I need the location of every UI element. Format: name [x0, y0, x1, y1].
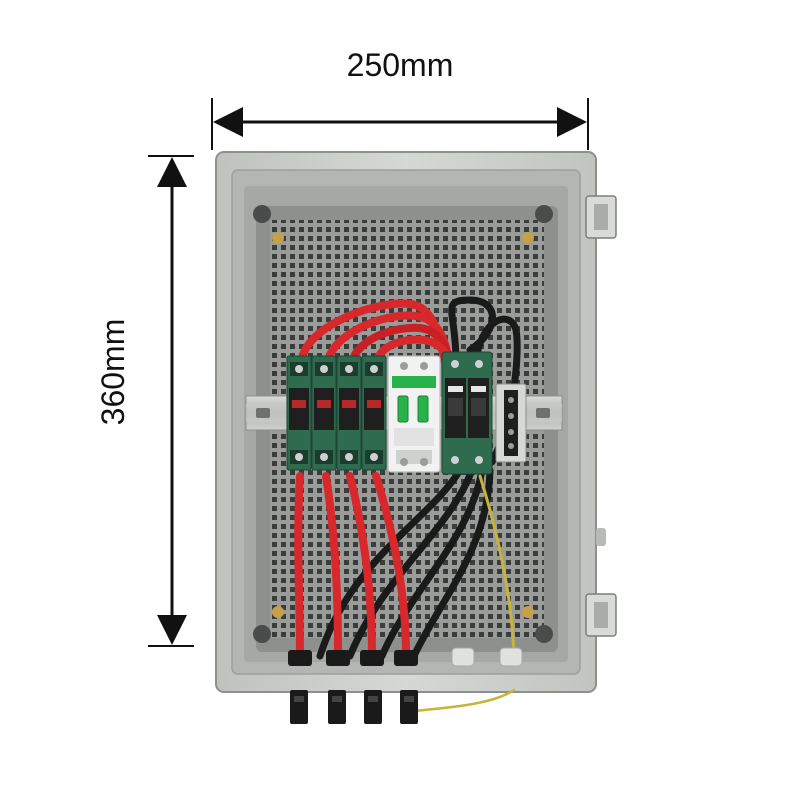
cable-gland	[288, 650, 312, 666]
mc4-connector	[290, 690, 308, 724]
fuse-holder	[336, 355, 362, 471]
latch-top	[585, 195, 617, 239]
ground-terminal-block	[495, 383, 527, 463]
mc4-connector	[328, 690, 346, 724]
fuse-holder	[361, 355, 387, 471]
latch-bottom	[585, 593, 617, 637]
mc4-connector	[364, 690, 382, 724]
height-dimension: 360mm	[95, 155, 194, 647]
cable-gland	[394, 650, 418, 666]
mc4-connector	[400, 690, 418, 724]
cable-gland	[451, 647, 475, 667]
side-notch	[596, 528, 606, 546]
cable-gland	[499, 647, 523, 667]
cable-glands	[288, 647, 523, 667]
fuse-holder-group	[286, 355, 387, 471]
fuse-holder	[286, 355, 312, 471]
fuse-holder	[311, 355, 337, 471]
width-label: 250mm	[347, 47, 454, 83]
dc-circuit-breaker	[387, 355, 441, 473]
height-label: 360mm	[95, 319, 131, 426]
mc4-connectors	[290, 690, 418, 724]
cable-gland	[326, 650, 350, 666]
cable-gland	[360, 650, 384, 666]
cable-bundle	[294, 296, 521, 714]
surge-protector	[441, 351, 493, 475]
width-dimension: 250mm	[211, 47, 589, 150]
